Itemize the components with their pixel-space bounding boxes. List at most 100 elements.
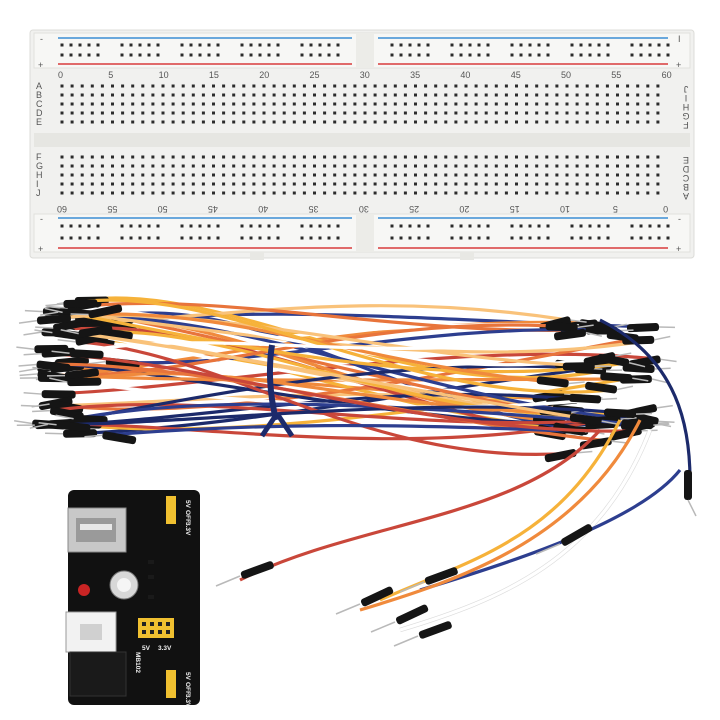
- breadboard-hole: [515, 191, 518, 195]
- rail-hole: [528, 53, 532, 57]
- breadboard-hole: [434, 164, 438, 168]
- breadboard-hole: [494, 191, 498, 195]
- rail-hole: [138, 53, 142, 57]
- connector-pin: [399, 581, 425, 593]
- breadboard-hole: [504, 93, 508, 97]
- connector-pin: [18, 363, 37, 367]
- rail-hole: [510, 236, 514, 240]
- rail-hole: [537, 236, 541, 240]
- rail-hole: [519, 224, 523, 228]
- wire-connector: [603, 408, 637, 419]
- breadboard-hole: [515, 164, 518, 168]
- breadboard-hole: [454, 182, 458, 186]
- connector-pin: [651, 378, 669, 384]
- rail-hole: [606, 224, 610, 228]
- breadboard-hole: [323, 84, 327, 88]
- breadboard-hole: [191, 155, 195, 159]
- breadboard-hole: [212, 120, 215, 124]
- breadboard-hole: [393, 93, 397, 97]
- rail-hole: [630, 224, 634, 228]
- breadboard-hole: [555, 84, 559, 88]
- rail-hole: [399, 236, 403, 240]
- column-number-bottom: 10: [560, 204, 570, 214]
- breadboard-hole: [252, 93, 256, 97]
- breadboard-hole: [595, 182, 599, 186]
- breadboard-hole: [565, 155, 569, 159]
- breadboard-hole: [282, 155, 286, 159]
- breadboard-hole: [343, 173, 347, 177]
- breadboard-hole: [343, 120, 347, 124]
- breadboard-hole: [373, 120, 377, 124]
- wire-connector: [56, 420, 91, 433]
- rail-hole: [69, 236, 73, 240]
- breadboard-hole: [656, 182, 660, 186]
- breadboard-hole: [131, 164, 135, 168]
- rail-hole: [216, 43, 220, 47]
- breadboard-hole: [605, 84, 609, 88]
- breadboard-hole: [484, 84, 488, 88]
- breadboard-hole: [70, 182, 74, 186]
- row-letter-right: J: [684, 84, 689, 94]
- breadboard-hole: [595, 111, 599, 115]
- breadboard-hole: [525, 120, 529, 124]
- breadboard-hole: [504, 155, 508, 159]
- rail-hole: [147, 43, 151, 47]
- power-supply-module: 5V OFF 3.3V 5V OFF 3.3V MB102 5V 3.3V: [65, 490, 200, 708]
- breadboard-hole: [585, 93, 589, 97]
- breadboard-hole: [201, 164, 205, 168]
- rail-hole: [510, 53, 514, 57]
- rail-minus-top-left: -: [40, 34, 43, 44]
- breadboard-hole: [333, 93, 337, 97]
- rail-hole: [180, 43, 184, 47]
- jumper-wire: [359, 419, 642, 612]
- breadboard-hole: [424, 93, 428, 97]
- column-number-top: 55: [611, 70, 621, 80]
- rail-hole: [459, 43, 463, 47]
- header-pins: [138, 618, 174, 638]
- breadboard-hole: [242, 191, 246, 195]
- column-number-top: 25: [310, 70, 320, 80]
- breadboard-hole: [595, 155, 599, 159]
- breadboard-hole: [616, 102, 619, 106]
- rail-hole: [426, 43, 430, 47]
- breadboard-hole: [414, 102, 417, 106]
- breadboard-hole: [585, 173, 589, 177]
- breadboard-hole: [494, 182, 498, 186]
- row-letter-right: E: [683, 155, 689, 165]
- breadboard-hole: [333, 155, 337, 159]
- breadboard-hole: [626, 191, 630, 195]
- breadboard-hole: [111, 102, 114, 106]
- breadboard-hole: [444, 102, 448, 106]
- column-number-bottom: 30: [359, 204, 369, 214]
- column-number-bottom: 15: [510, 204, 520, 214]
- rail-hole: [249, 236, 253, 240]
- breadboard-hole: [616, 182, 619, 186]
- rail-hole: [129, 236, 133, 240]
- breadboard-hole: [383, 84, 387, 88]
- connector-pin: [23, 391, 42, 395]
- breadboard-hole: [161, 93, 165, 97]
- breadboard-hole: [262, 164, 266, 168]
- rail-hole: [426, 236, 430, 240]
- breadboard-hole: [171, 182, 175, 186]
- rail-hole: [309, 43, 313, 47]
- wire-connector: [64, 368, 99, 380]
- breadboard-hole: [242, 111, 246, 115]
- breadboard-hole: [131, 102, 135, 106]
- rail-hole: [639, 236, 643, 240]
- breadboard-hole: [494, 93, 498, 97]
- breadboard-hole: [545, 93, 549, 97]
- rail-hole: [87, 236, 91, 240]
- connector-pin: [19, 367, 38, 373]
- breadboard-hole: [393, 111, 397, 115]
- breadboard-hole: [585, 164, 589, 168]
- rail-hole: [408, 236, 412, 240]
- breadboard-hole: [111, 155, 114, 159]
- connector-pin: [14, 420, 33, 425]
- breadboard-hole: [141, 120, 145, 124]
- rail-hole: [408, 43, 412, 47]
- rail-hole: [657, 43, 661, 47]
- breadboard-hole: [121, 120, 125, 124]
- breadboard-hole: [494, 102, 498, 106]
- rail-hole: [300, 53, 304, 57]
